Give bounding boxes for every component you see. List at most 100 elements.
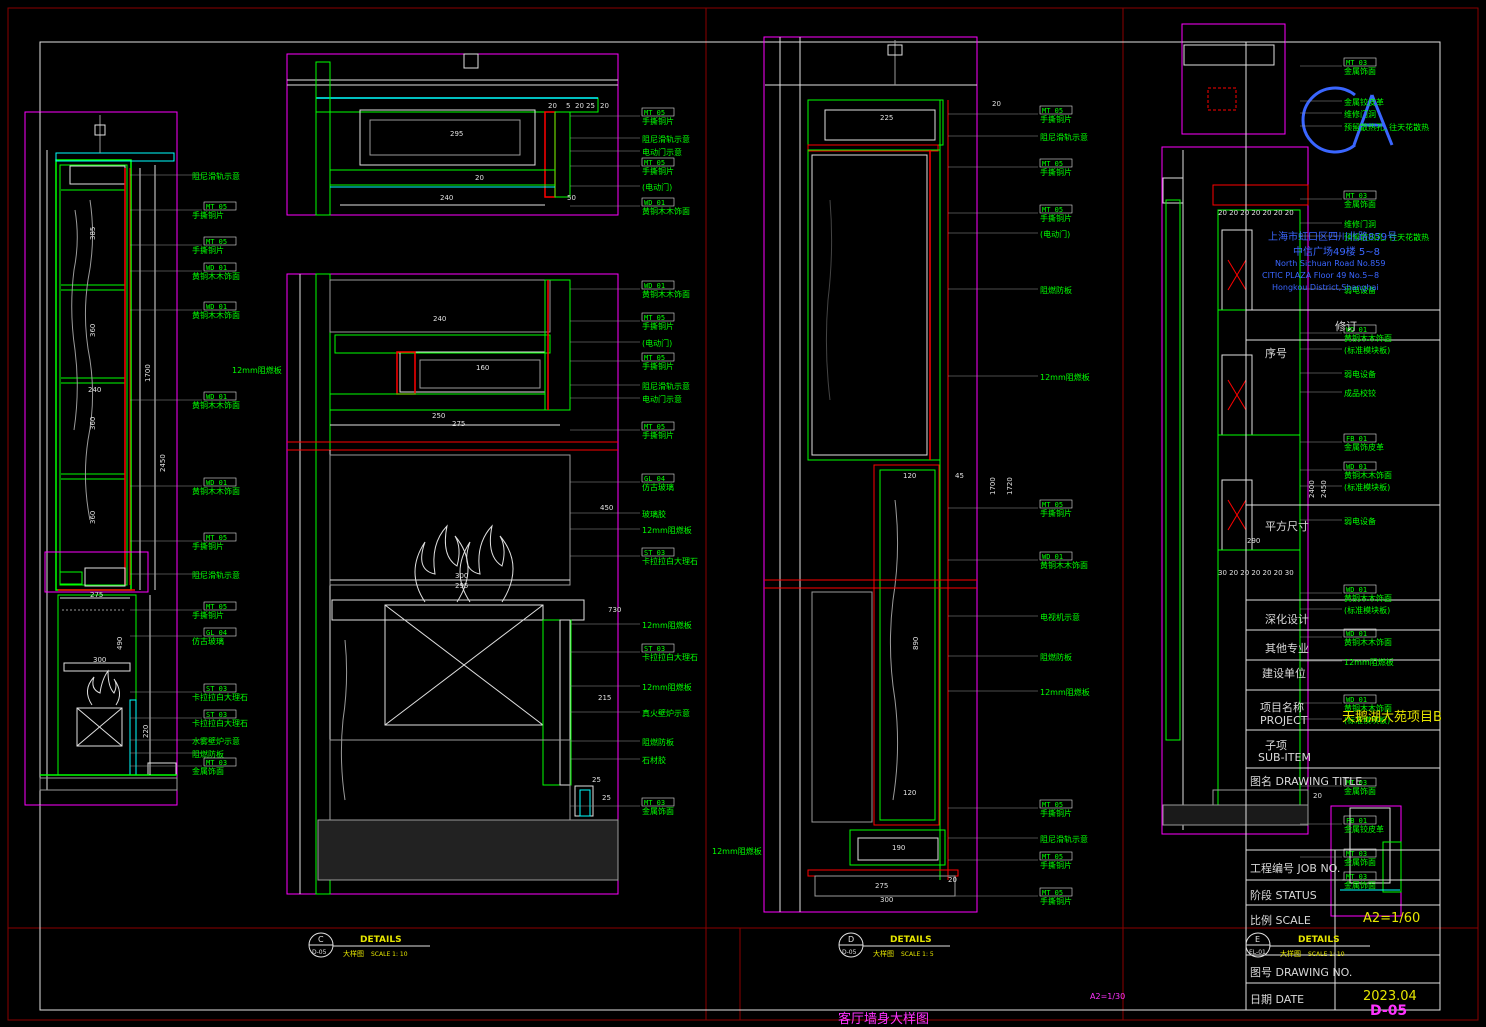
dimension-label: 240: [440, 194, 453, 202]
dimension-label: 25: [592, 776, 601, 784]
detail-e: [1161, 23, 1402, 917]
material-label: 金属铰皮革: [1344, 97, 1384, 107]
material-label: 维修门洞: [1344, 109, 1376, 119]
material-tag-box: [641, 312, 675, 322]
tb-project-value: 天鹅湖大苑项目B: [1342, 710, 1442, 725]
detail-id: E: [1255, 935, 1260, 944]
detail-scale: SCALE 1: 5: [901, 951, 934, 958]
material-label: 仿古玻璃: [642, 482, 674, 492]
material-code: MT 03: [1346, 192, 1367, 200]
material-code: MT 05: [644, 159, 665, 167]
material-code: FB 01: [1346, 817, 1367, 825]
dimension-label: 120: [903, 789, 916, 797]
tb-project-label: 项目名称: [1260, 701, 1304, 714]
tb-drawing-no-value: D-05: [1370, 1003, 1408, 1019]
material-label: 金属饰面: [642, 806, 674, 816]
material-label: 手撕铜片: [1040, 508, 1072, 518]
detail-id: D: [848, 935, 854, 944]
material-code: MT 05: [644, 423, 665, 431]
side-note: 12mm阻燃板: [232, 365, 282, 375]
material-tag-box: [1343, 777, 1377, 787]
material-label: 金属饰面: [1344, 786, 1376, 796]
detail-sheet-ref: D-05: [842, 949, 857, 956]
material-code: WD 01: [206, 303, 227, 311]
detail-scale: SCALE 1: 10: [1308, 951, 1345, 958]
material-label: 手撕铜片: [642, 116, 674, 126]
tb-project-label-en: PROJECT: [1260, 714, 1308, 727]
material-code: MT 03: [1346, 59, 1367, 67]
material-label: 电视机示意: [1040, 612, 1080, 622]
material-code: ST 03: [206, 685, 227, 693]
tb-scale-value: A2=1/60: [1363, 911, 1421, 926]
detail-headings: [308, 932, 1370, 958]
material-label: 手撕铜片: [1040, 808, 1072, 818]
company-address-en-3: Hongkou District,Shanghai: [1272, 283, 1379, 292]
material-tag-box: [641, 797, 675, 807]
dimension-label: 890: [912, 637, 920, 650]
material-label: 阻尼滑轨示意: [1040, 132, 1088, 142]
tb-drawing-name: 图名 DRAWING TITLE: [1250, 775, 1363, 788]
left-elevation: [24, 111, 178, 806]
tb-plan: 平方尺寸: [1265, 520, 1309, 533]
material-label: 卡拉拉白大理石: [642, 556, 698, 566]
dimension-label: 20: [948, 876, 957, 884]
tb-sub-label-en: SUB-ITEM: [1258, 751, 1311, 764]
material-code: MT 03: [206, 759, 227, 767]
material-label: 手撕铜片: [1040, 114, 1072, 124]
material-tag-box: [641, 107, 675, 117]
material-code: WD 01: [1346, 630, 1367, 638]
material-code: MT 03: [1346, 850, 1367, 858]
material-label: 预留散热孔, 往天花散热: [1344, 122, 1429, 132]
material-label: 12mm阻燃板: [1344, 657, 1394, 667]
material-label: 阻燃防板: [1040, 652, 1072, 662]
material-label: 黄铜木木饰面: [1344, 593, 1392, 603]
material-label: 弱电设备: [1344, 369, 1376, 379]
material-tag-box: [203, 627, 237, 637]
material-tag-box: [1343, 461, 1377, 471]
dimension-label: 220: [142, 725, 150, 738]
material-label: 真火壁炉示意: [642, 708, 690, 718]
material-label: 阻燃防板: [1040, 285, 1072, 295]
material-code: WD 01: [1346, 326, 1367, 334]
dimension-label: 295: [450, 130, 463, 138]
material-code: MT 05: [644, 314, 665, 322]
material-tag-box: [203, 391, 237, 401]
dimension-label: 215: [598, 694, 611, 702]
material-code: MT 03: [644, 799, 665, 807]
material-label: 维修门洞: [1344, 219, 1376, 229]
material-code: WD 01: [206, 479, 227, 487]
material-label: 手撕铜片: [642, 361, 674, 371]
material-tag-box: [641, 157, 675, 167]
tb-row-2: 其他专业: [1265, 642, 1309, 655]
material-tag-box: [1039, 851, 1073, 861]
company-address-cn-2: 中信广场49楼 5~8: [1293, 247, 1381, 258]
tb-sub-label: 子项: [1265, 739, 1287, 752]
material-label: 黄铜木木饰面: [1040, 560, 1088, 570]
material-code: WD 01: [1346, 696, 1367, 704]
material-code: MT 05: [644, 109, 665, 117]
dimension-label: 20: [575, 102, 584, 110]
detail-scale: SCALE 1: 10: [371, 951, 408, 958]
material-label: (电动门): [1040, 229, 1070, 239]
dimension-label: 25: [602, 794, 611, 802]
material-label: 手撕铜片: [192, 610, 224, 620]
material-code: WD 01: [206, 393, 227, 401]
material-label: 手撕铜片: [1040, 167, 1072, 177]
detail-sheet-ref: D-05: [312, 949, 327, 956]
material-label: 卡拉拉白大理石: [642, 652, 698, 662]
material-code: GL 04: [644, 475, 665, 483]
material-tag-box: [1039, 887, 1073, 897]
dimension-label: 160: [476, 364, 489, 372]
dimension-label: 25: [586, 102, 595, 110]
material-code: MT 05: [1042, 801, 1063, 809]
material-label: 12mm阻燃板: [642, 525, 692, 535]
material-label: 阻尼滑轨示意: [192, 171, 240, 181]
dimension-label: 360: [89, 511, 97, 524]
dimension-label: 45: [955, 472, 964, 480]
material-code: MT 05: [1042, 889, 1063, 897]
material-code: WD 01: [644, 199, 665, 207]
material-label: 仿古玻璃: [192, 636, 224, 646]
dimension-label: 225: [880, 114, 893, 122]
